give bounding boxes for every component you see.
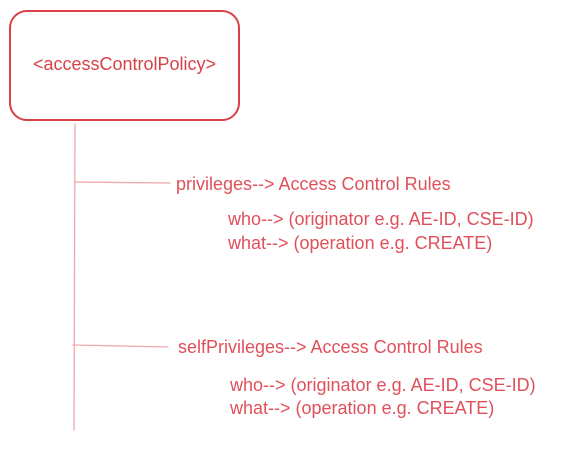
branch-line-privileges <box>74 181 171 184</box>
self-privileges-node-label: selfPrivileges--> Access Control Rules <box>178 337 483 357</box>
access-control-policy-label: <accessControlPolicy> <box>32 54 217 74</box>
trunk-line <box>73 123 76 431</box>
self-privileges-who-detail: who--> (originator e.g. AE-ID, CSE-ID) <box>230 375 536 395</box>
privileges-what-detail: what--> (operation e.g. CREATE) <box>228 233 493 253</box>
self-privileges-what-detail: what--> (operation e.g. CREATE) <box>230 398 495 418</box>
access-control-policy-node: <accessControlPolicy> <box>9 10 240 121</box>
branch-line-self-privileges <box>72 344 169 348</box>
privileges-node-label: privileges--> Access Control Rules <box>176 174 451 194</box>
privileges-who-detail: who--> (originator e.g. AE-ID, CSE-ID) <box>228 209 534 229</box>
